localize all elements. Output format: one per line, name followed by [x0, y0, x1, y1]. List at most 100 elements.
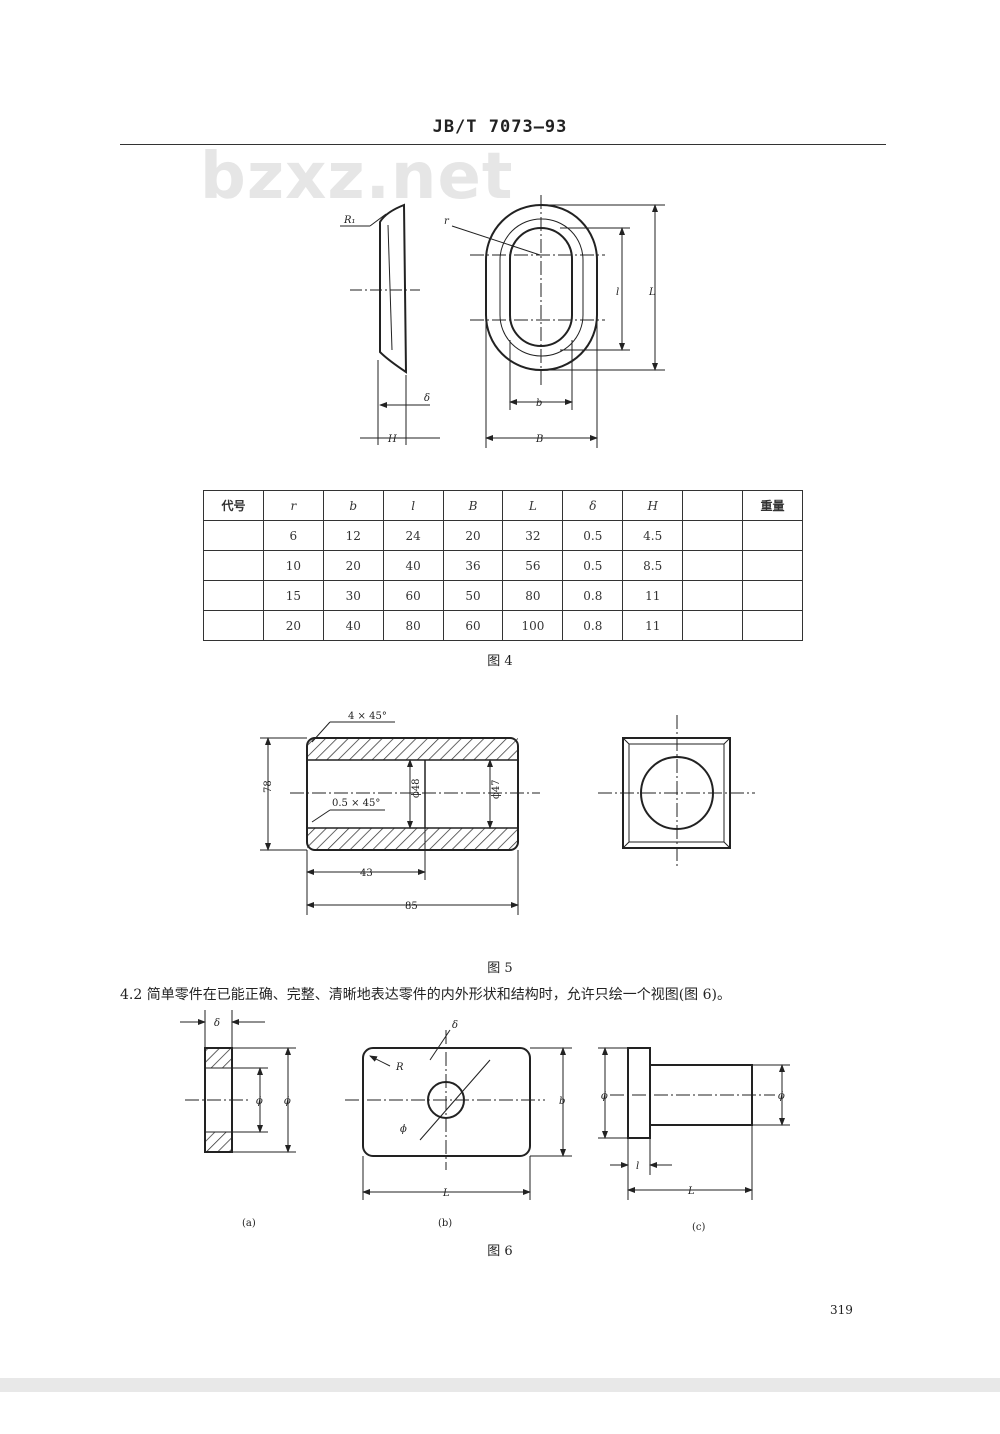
table-cell: 24 — [382, 520, 444, 551]
fig6b-view — [345, 1029, 572, 1200]
fig4-caption: 图 4 — [487, 654, 513, 669]
table-cell: 0.8 — [562, 610, 624, 641]
fig6c-view — [598, 1047, 790, 1200]
table-cell: 60 — [442, 610, 504, 641]
fig6a-label-phi2: ϕ — [284, 1096, 291, 1107]
fig6-sub-c: (c) — [692, 1222, 706, 1233]
header-cell: 代号 — [203, 490, 264, 521]
table-cell: 15 — [262, 580, 324, 611]
header-cell: L — [502, 490, 564, 521]
fig4-label-b: b — [536, 398, 542, 409]
table-cell: 32 — [502, 520, 564, 551]
table-cell: 56 — [502, 550, 564, 581]
table-cell — [682, 610, 744, 641]
table-cell: 20 — [262, 610, 324, 641]
header-rule — [120, 144, 886, 145]
table-cell — [742, 610, 803, 641]
fig6b-label-L: L — [442, 1188, 450, 1199]
standard-header: JB/T 7073—93 — [432, 117, 568, 137]
table-cell: 40 — [322, 610, 384, 641]
fig4-label-R1: R₁ — [343, 215, 356, 226]
fig6-sub-b: (b) — [438, 1218, 452, 1229]
table-cell — [203, 550, 264, 581]
table-cell: 0.5 — [562, 550, 624, 581]
table-cell: 20 — [442, 520, 504, 551]
table-cell: 11 — [622, 580, 684, 611]
table-cell — [742, 550, 803, 581]
table-cell: 6 — [262, 520, 324, 551]
fig5-label-dia48: ϕ48 — [411, 778, 422, 798]
table-cell: 4.5 — [622, 520, 684, 551]
fig5-label-chamfer-inner: 0.5 × 45° — [332, 798, 380, 809]
fig6b-label-R: R — [395, 1062, 404, 1073]
header-cell — [682, 490, 744, 521]
table-cell — [682, 520, 744, 551]
fig6c-label-phi2: ϕ — [778, 1091, 785, 1102]
watermark: bzxz.net — [200, 140, 514, 214]
table-cell: 100 — [502, 610, 564, 641]
fig4-label-L: L — [648, 287, 656, 298]
fig6a-label-delta: δ — [214, 1018, 220, 1029]
fig6b-label-phi: ϕ — [400, 1124, 407, 1135]
header-cell: δ — [562, 490, 624, 521]
fig4-label-B: B — [535, 434, 543, 445]
table-cell: 10 — [262, 550, 324, 581]
table-cell: 0.5 — [562, 520, 624, 551]
table-cell: 60 — [382, 580, 444, 611]
fig5-label-chamfer-outer: 4 × 45° — [348, 711, 387, 722]
fig5-label-dia47: ϕ47 — [491, 779, 502, 799]
table-cell: 80 — [502, 580, 564, 611]
header-cell: l — [382, 490, 444, 521]
table-cell — [203, 610, 264, 641]
table-cell: 80 — [382, 610, 444, 641]
fig5-label-85: 85 — [405, 901, 418, 912]
header-cell: b — [322, 490, 384, 521]
table-cell: 12 — [322, 520, 384, 551]
viewer-bottom-bar — [0, 1378, 1000, 1392]
fig4-front-view — [451, 195, 665, 448]
table-cell — [742, 580, 803, 611]
table-cell — [742, 520, 803, 551]
fig5-label-43: 43 — [360, 868, 373, 879]
fig6a-label-phi1: ϕ — [256, 1096, 263, 1107]
table-cell: 8.5 — [622, 550, 684, 581]
header-cell: 重量 — [742, 490, 803, 521]
page-number: 319 — [830, 1303, 853, 1317]
fig6c-label-l: l — [636, 1161, 639, 1172]
table-cell: 30 — [322, 580, 384, 611]
fig4-label-r: r — [444, 216, 450, 227]
table-cell — [203, 580, 264, 611]
table-cell: 36 — [442, 550, 504, 581]
fig6a-view — [180, 1010, 296, 1153]
fig6-sub-a: (a) — [242, 1218, 256, 1229]
section-4-2-paragraph: 4.2 简单零件在已能正确、完整、清晰地表达零件的内外形状和结构时，允许只绘一个… — [120, 987, 731, 1003]
table-cell: 0.8 — [562, 580, 624, 611]
fig5-section-view — [260, 721, 540, 915]
fig5-label-78: 78 — [263, 780, 274, 793]
fig4-label-delta: δ — [424, 393, 430, 404]
header-cell: r — [262, 490, 324, 521]
fig4-label-l: l — [616, 287, 619, 298]
fig5-end-view — [598, 715, 755, 868]
fig4-side-view — [340, 203, 440, 445]
header-cell: B — [442, 490, 504, 521]
fig6c-label-phi1: ϕ — [601, 1091, 608, 1102]
fig6b-label-b: b — [559, 1096, 565, 1107]
table-cell: 20 — [322, 550, 384, 581]
table-cell — [203, 520, 264, 551]
table-header-row: 代号 r b l B L δ H 重量 — [203, 490, 803, 521]
table-cell: 50 — [442, 580, 504, 611]
fig6c-label-L: L — [687, 1186, 695, 1197]
fig5-caption: 图 5 — [487, 961, 513, 976]
table-cell: 40 — [382, 550, 444, 581]
table-cell — [682, 550, 744, 581]
fig6-caption: 图 6 — [487, 1244, 513, 1259]
fig6b-label-delta: δ — [452, 1020, 458, 1031]
